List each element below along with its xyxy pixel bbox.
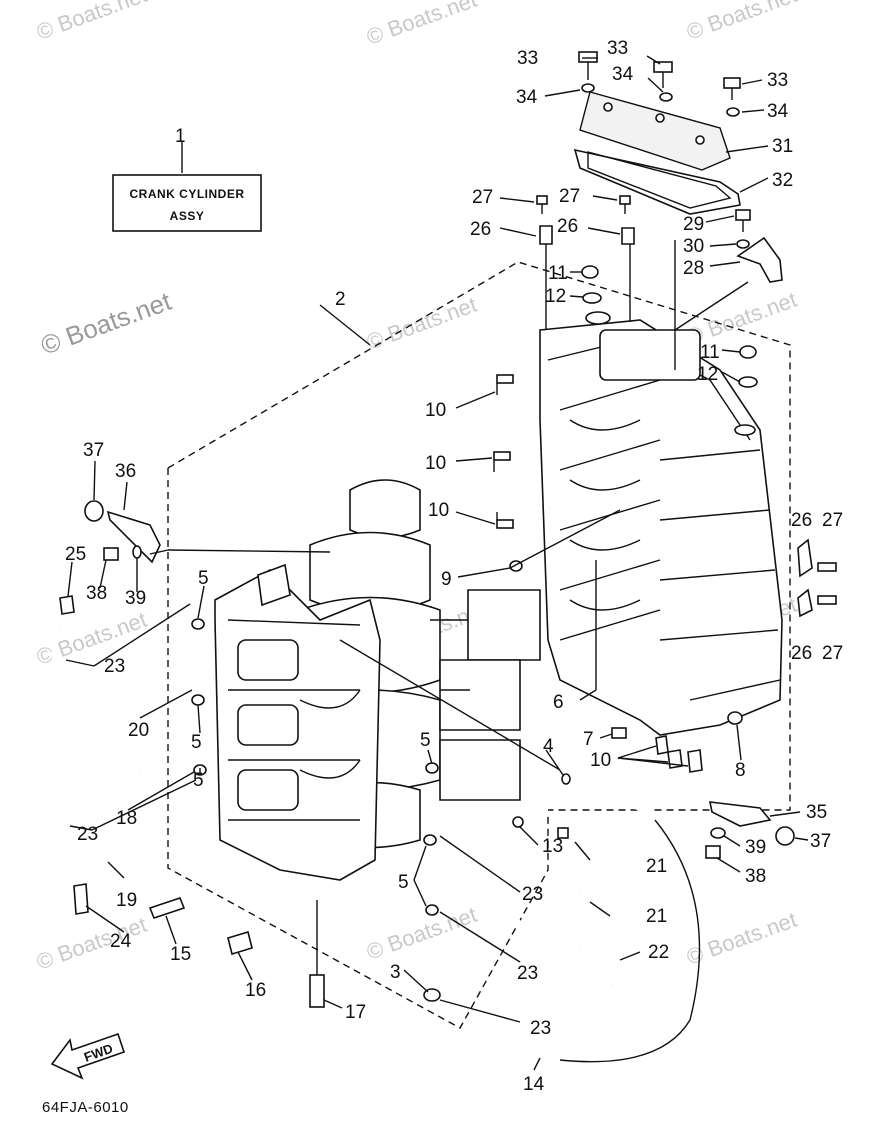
callout-27[interactable]: 27 [559, 186, 580, 207]
callout-26[interactable]: 26 [791, 510, 812, 531]
callout-5[interactable]: 5 [198, 568, 209, 589]
callout-10[interactable]: 10 [428, 500, 449, 521]
title-box-line-2: ASSY [170, 209, 205, 223]
assembly-title-box[interactable]: CRANK CYLINDER ASSY [112, 142, 262, 232]
callout-10[interactable]: 10 [425, 453, 446, 474]
callout-23[interactable]: 23 [77, 824, 98, 845]
callout-5[interactable]: 5 [398, 872, 409, 893]
callout-19[interactable]: 19 [116, 890, 137, 911]
callout-2[interactable]: 2 [335, 289, 346, 310]
callout-27[interactable]: 27 [472, 187, 493, 208]
callout-38[interactable]: 38 [745, 866, 766, 887]
callout-31[interactable]: 31 [772, 136, 793, 157]
callout-23[interactable]: 23 [522, 884, 543, 905]
callouts[interactable]: 1 2 3 4 5 5 5 5 5 6 7 8 9 10 10 10 10 11… [65, 38, 843, 1095]
callout-23[interactable]: 23 [530, 1018, 551, 1039]
callout-23[interactable]: 23 [104, 656, 125, 677]
callout-5[interactable]: 5 [191, 732, 202, 753]
callout-27[interactable]: 27 [822, 510, 843, 531]
callout-29[interactable]: 29 [683, 214, 704, 235]
callout-12[interactable]: 12 [697, 364, 718, 385]
callout-39[interactable]: 39 [745, 837, 766, 858]
callout-10[interactable]: 10 [590, 750, 611, 771]
callout-26[interactable]: 26 [791, 643, 812, 664]
watermark: © Boats.net [683, 0, 800, 45]
callout-5[interactable]: 5 [420, 730, 431, 751]
head-cover-assembly [573, 51, 741, 215]
callout-28[interactable]: 28 [683, 258, 704, 279]
callout-11[interactable]: 11 [700, 342, 720, 363]
watermark: © Boats.net [683, 907, 800, 970]
callout-35[interactable]: 35 [806, 802, 827, 823]
callout-7[interactable]: 7 [583, 729, 594, 750]
callout-4[interactable]: 4 [543, 736, 554, 757]
watermark: © Boats.net [37, 286, 176, 361]
callout-16[interactable]: 16 [245, 980, 266, 1001]
callout-24[interactable]: 24 [110, 931, 132, 952]
callout-38[interactable]: 38 [86, 583, 107, 604]
callout-14[interactable]: 14 [523, 1074, 545, 1095]
callout-34[interactable]: 34 [767, 101, 789, 122]
watermark: © Boats.net [363, 292, 480, 355]
crankcase [214, 563, 381, 881]
callout-5[interactable]: 5 [193, 770, 204, 791]
callout-3[interactable]: 3 [390, 962, 401, 983]
callout-32[interactable]: 32 [772, 170, 793, 191]
watermark: © Boats.net [33, 607, 150, 670]
callout-37[interactable]: 37 [83, 440, 104, 461]
callout-1[interactable]: 1 [175, 126, 186, 147]
title-box-line-1: CRANK CYLINDER [130, 187, 245, 201]
diagram-code: 64FJA-6010 [42, 1099, 129, 1116]
callout-17[interactable]: 17 [345, 1002, 366, 1023]
cylinder-block [539, 232, 783, 736]
callout-22[interactable]: 22 [648, 942, 669, 963]
callout-8[interactable]: 8 [735, 760, 746, 781]
callout-18[interactable]: 18 [116, 808, 137, 829]
callout-20[interactable]: 20 [128, 720, 149, 741]
callout-15[interactable]: 15 [170, 944, 191, 965]
callout-36[interactable]: 36 [115, 461, 136, 482]
callout-33[interactable]: 33 [607, 38, 628, 59]
callout-30[interactable]: 30 [683, 236, 704, 257]
callout-10[interactable]: 10 [425, 400, 446, 421]
callout-37[interactable]: 37 [810, 831, 831, 852]
callout-34[interactable]: 34 [612, 64, 634, 85]
callout-9[interactable]: 9 [441, 569, 452, 590]
water-hoses [51, 628, 701, 1063]
watermark: © Boats.net [33, 0, 150, 45]
callout-25[interactable]: 25 [65, 544, 86, 565]
callout-26[interactable]: 26 [470, 219, 491, 240]
callout-39[interactable]: 39 [125, 588, 146, 609]
fittings [59, 195, 837, 1008]
watermark: © Boats.net [363, 0, 480, 50]
callout-33[interactable]: 33 [767, 70, 788, 91]
forward-arrow: FWD [50, 1032, 126, 1080]
callout-33[interactable]: 33 [517, 48, 538, 69]
assembly-outline [167, 261, 791, 1029]
callout-12[interactable]: 12 [545, 286, 566, 307]
callout-34[interactable]: 34 [516, 87, 538, 108]
callout-27[interactable]: 27 [822, 643, 843, 664]
callout-26[interactable]: 26 [557, 216, 578, 237]
leader-lines [65, 55, 809, 1071]
callout-23[interactable]: 23 [517, 963, 538, 984]
callout-21[interactable]: 21 [646, 906, 667, 927]
watermark: © Boats.net [363, 902, 480, 965]
callout-13[interactable]: 13 [542, 836, 563, 857]
callout-11[interactable]: 11 [548, 263, 568, 284]
callout-6[interactable]: 6 [553, 692, 564, 713]
watermark: © Boats.net [33, 912, 150, 975]
callout-21[interactable]: 21 [646, 856, 667, 877]
